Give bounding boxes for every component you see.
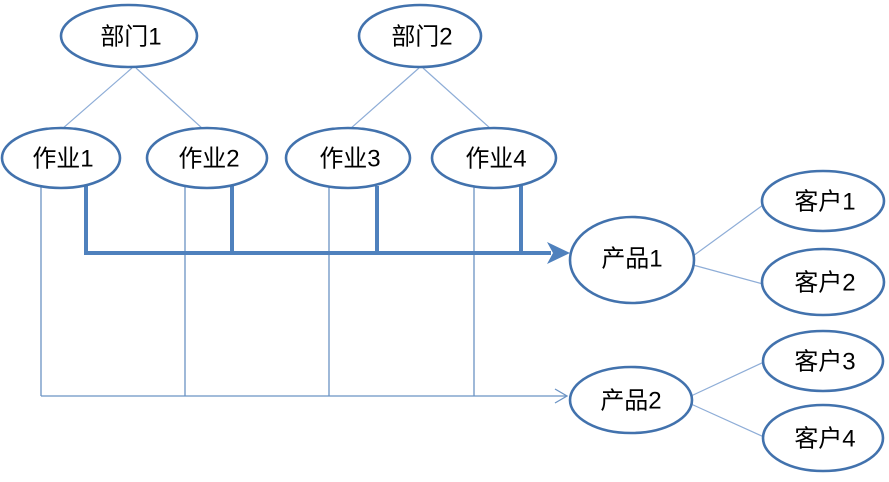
node-act2-shape <box>145 126 269 190</box>
edge-dept2-act3 <box>349 67 420 130</box>
node-cust2-shape <box>760 247 886 317</box>
node-prod2: 产品2 <box>568 365 694 435</box>
edge-dept2-act4 <box>422 67 492 130</box>
node-cust4-shape <box>761 403 885 473</box>
edge-prod2-cust3 <box>690 361 765 397</box>
node-prod2-label: 产品2 <box>600 387 661 414</box>
node-act4: 作业4 <box>430 126 558 190</box>
node-dept1-label: 部门1 <box>100 23 161 50</box>
node-act1-label: 作业1 <box>32 145 93 172</box>
node-dept2: 部门2 <box>357 3 483 69</box>
node-cust4: 客户4 <box>761 403 885 473</box>
node-prod2-shape <box>568 365 694 435</box>
node-prod1-label: 产品1 <box>601 245 662 272</box>
node-prod1-shape <box>568 215 696 305</box>
node-cust1: 客户1 <box>760 169 886 233</box>
node-cust2: 客户2 <box>760 247 886 317</box>
node-act2: 作业2 <box>145 126 269 190</box>
node-act3-shape <box>284 126 412 190</box>
node-act4-shape <box>430 126 558 190</box>
edge-prod1-cust2 <box>692 264 764 285</box>
node-dept1: 部门1 <box>59 3 199 69</box>
edge-prod2-cust4 <box>690 403 765 438</box>
node-cust3: 客户3 <box>761 329 885 393</box>
node-prod1: 产品1 <box>568 215 696 305</box>
node-dept2-label: 部门2 <box>391 23 452 50</box>
node-act1-shape <box>0 126 122 190</box>
arrowhead-prod2-icon <box>554 388 569 404</box>
edge-dept1-act1 <box>61 67 133 130</box>
node-cust1-label: 客户1 <box>794 188 855 215</box>
edge-prod1-cust1 <box>692 204 764 257</box>
node-cust3-shape <box>761 329 885 393</box>
arrowhead-prod1-icon <box>547 242 570 264</box>
node-dept1-shape <box>59 3 199 69</box>
node-cust1-shape <box>760 169 886 233</box>
node-act1: 作业1 <box>0 126 122 190</box>
node-act3: 作业3 <box>284 126 412 190</box>
node-act2-label: 作业2 <box>178 145 239 172</box>
node-act3-label: 作业3 <box>319 145 380 172</box>
node-act4-label: 作业4 <box>465 145 526 172</box>
node-cust4-label: 客户4 <box>794 425 855 452</box>
edge-dept1-act2 <box>135 67 204 130</box>
node-dept2-shape <box>357 3 483 69</box>
node-cust2-label: 客户2 <box>794 269 855 296</box>
node-cust3-label: 客户3 <box>794 348 855 375</box>
